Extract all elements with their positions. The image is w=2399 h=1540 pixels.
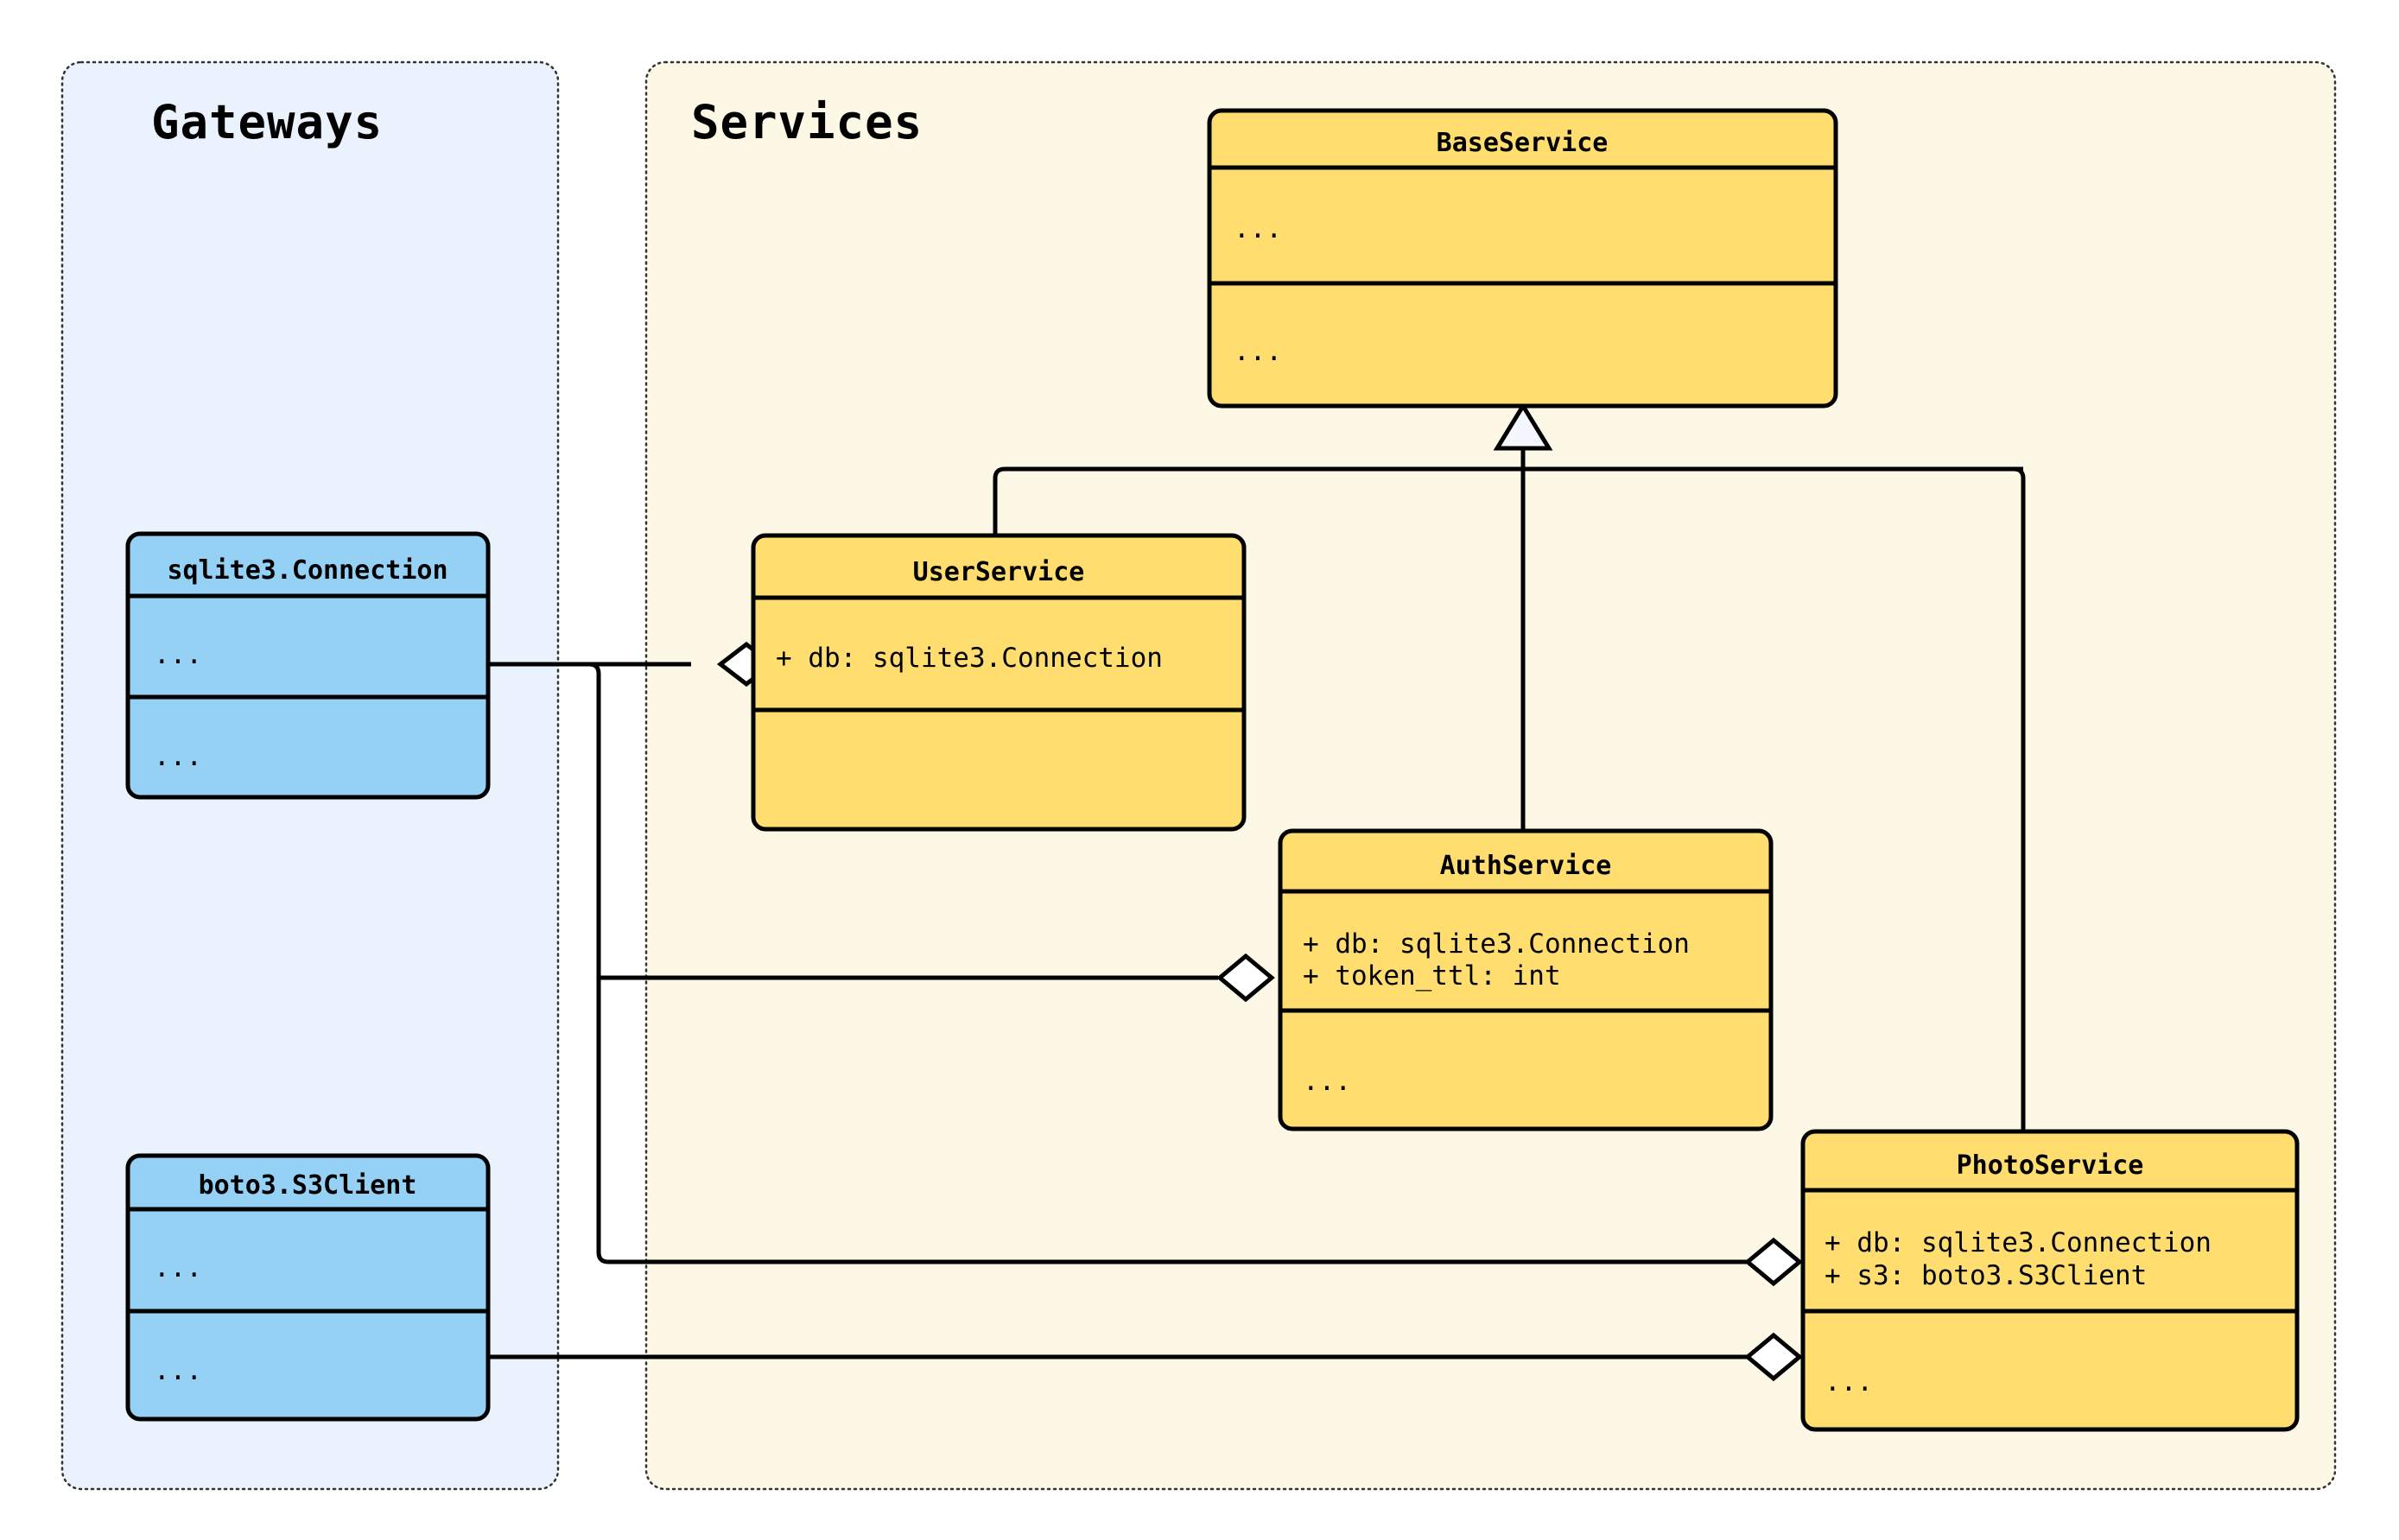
generalization-edges[interactable] [993,402,2026,1131]
class-sqlite3-connection[interactable]: sqlite3.Connection ... ... [125,531,491,800]
class-userservice-name: UserService [913,557,1085,587]
class-authservice[interactable]: AuthService + db: sqlite3.Connection + t… [1278,828,1774,1131]
class-baseservice-method: ... [1234,336,1282,367]
class-boto3-s3client[interactable]: boto3.S3Client ... ... [125,1153,491,1422]
aggregation-diamond-authservice-icon [1216,953,1275,1003]
class-authservice-method: ... [1303,1066,1351,1097]
class-baseservice-attribute: ... [1234,213,1282,244]
class-boto3-s3client-name: boto3.S3Client [199,1170,417,1201]
class-authservice-box [1278,828,1774,1131]
aggregation-diamond-photoservice-db-icon [1744,1237,1803,1287]
package-gateways-title: Gateways [151,95,383,149]
class-userservice-attribute: + db: sqlite3.Connection [776,643,1163,674]
class-sqlite3-connection-attribute: ... [154,639,202,670]
class-photoservice-attribute-1: + db: sqlite3.Connection [1825,1227,2212,1258]
class-sqlite3-connection-name: sqlite3.Connection [167,555,447,586]
aggregation-diamond-photoservice-s3-icon [1744,1332,1803,1382]
generalization-arrowhead-icon [1493,402,1553,451]
class-baseservice-name: BaseService [1437,128,1609,158]
class-baseservice[interactable]: BaseService ... ... [1207,108,1838,409]
generalization-edge-userservice [993,466,1006,536]
class-photoservice-name: PhotoService [1957,1150,2144,1181]
class-boto3-s3client-attribute: ... [154,1252,202,1283]
class-photoservice-box [1800,1129,2300,1432]
aggregation-edge-sqlite-branch [588,662,1751,1264]
class-boto3-s3client-method: ... [154,1355,202,1386]
class-photoservice-attribute-2: + s3: boto3.S3Client [1825,1260,2147,1291]
generalization-edge-photoservice [2013,466,2026,1131]
class-authservice-name: AuthService [1440,851,1612,881]
class-baseservice-box [1207,108,1838,409]
class-boto3-s3client-box [125,1153,491,1422]
class-userservice-box [751,533,1247,832]
class-userservice[interactable]: UserService + db: sqlite3.Connection [751,533,1247,832]
class-photoservice-method: ... [1825,1366,1873,1397]
package-services-title: Services [691,95,923,149]
class-sqlite3-connection-method: ... [154,741,202,772]
class-authservice-attribute-2: + token_ttl: int [1303,960,1561,992]
class-authservice-attribute-1: + db: sqlite3.Connection [1303,928,1690,960]
class-sqlite3-connection-box [125,531,491,800]
aggregation-edges[interactable] [488,641,1803,1382]
class-photoservice[interactable]: PhotoService + db: sqlite3.Connection + … [1800,1129,2300,1432]
